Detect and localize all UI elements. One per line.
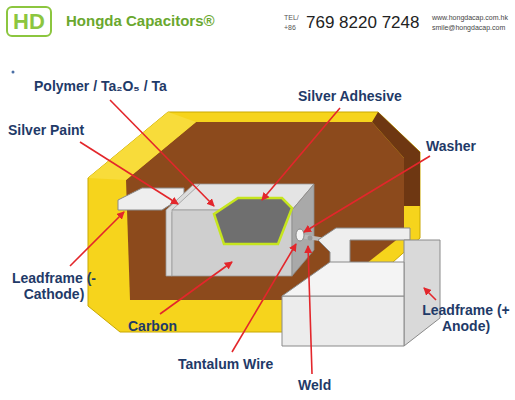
- logo-box: HD: [6, 6, 52, 37]
- dot: [12, 71, 15, 74]
- section-face: [126, 122, 404, 300]
- part-label: Carbon: [128, 318, 208, 334]
- body-end-top: [372, 112, 420, 206]
- leader-line: [308, 246, 312, 374]
- part-label: Silver Adhesive: [298, 88, 428, 104]
- email: smile@hongdacap.com: [432, 24, 512, 31]
- leader-line: [304, 156, 430, 232]
- anode-side: [292, 184, 314, 276]
- leader-line: [160, 262, 232, 314]
- anode-leadframe-side: [404, 240, 440, 346]
- body-top-face: [88, 112, 196, 180]
- part-label: Silver Paint: [8, 122, 118, 138]
- phone-number: 769 8220 7248: [306, 13, 431, 33]
- leader-line: [424, 288, 436, 300]
- leader-line: [262, 108, 340, 200]
- part-label: Polymer / Ta₂O₅ / Ta: [34, 78, 234, 94]
- brand-name: Hongda Capacitors®: [66, 12, 266, 29]
- leader-line: [232, 244, 296, 352]
- leader-line: [70, 212, 124, 266]
- part-label: Weld: [298, 377, 358, 393]
- leader-line: [110, 100, 214, 206]
- part-label: Leadframe (- Cathode): [6, 270, 102, 302]
- weld: [308, 236, 313, 241]
- part-label: Tantalum Wire: [178, 356, 308, 372]
- anode-leadframe-top: [282, 262, 404, 296]
- website: www.hongdacap.com.hk: [432, 14, 512, 21]
- country-code: +86: [284, 24, 306, 31]
- part-label: Leadframe (+ Anode): [422, 302, 510, 334]
- washer: [296, 229, 304, 241]
- leader-line: [80, 142, 178, 204]
- tel-label: TEL/: [284, 14, 306, 21]
- anode-leadframe-front: [282, 296, 404, 346]
- polymer-hexagon: [214, 198, 292, 244]
- part-label: Washer: [426, 138, 506, 154]
- logo-text: HD: [13, 10, 45, 34]
